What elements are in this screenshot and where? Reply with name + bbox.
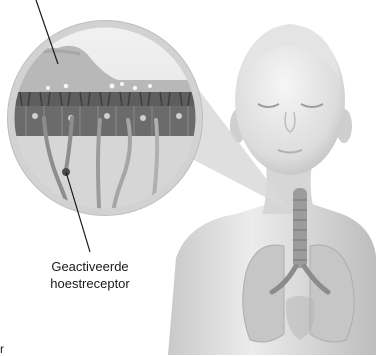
magnified-inset bbox=[0, 20, 210, 226]
receptor-label-line2: hoestreceptor bbox=[30, 275, 150, 292]
receptor-label-line1: Geactiveerde bbox=[30, 258, 150, 275]
cut-off-caption: r bbox=[0, 343, 4, 355]
receptor-label: Geactiveerde hoestreceptor bbox=[30, 258, 150, 292]
